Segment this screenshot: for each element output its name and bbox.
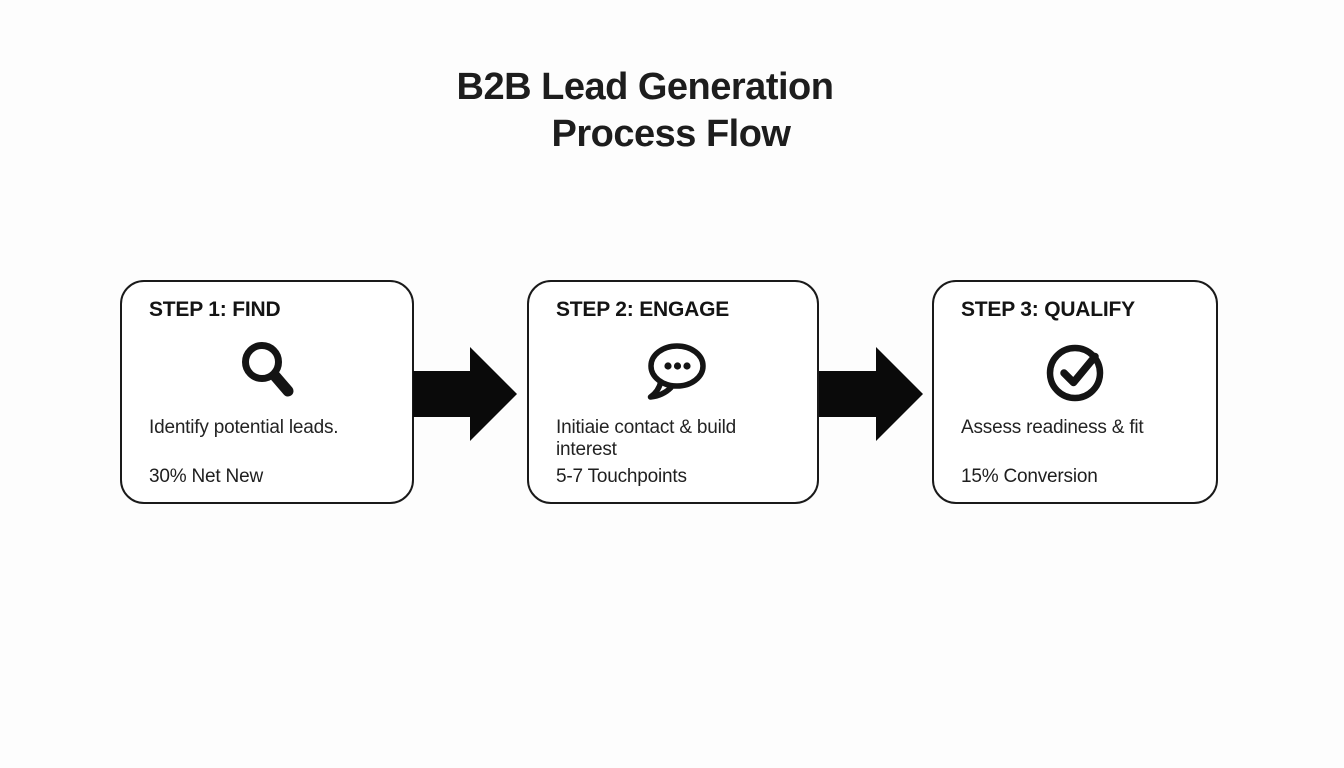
arrow-right-icon — [413, 347, 517, 441]
step-description: Assess readiness & fit — [961, 417, 1144, 438]
search-icon — [149, 325, 386, 417]
arrow-right-icon — [819, 347, 923, 441]
step-description: Initiaie contact & build interest — [556, 417, 737, 460]
step-description: Identify potential leads. — [149, 417, 339, 438]
page-title-line2: Process Flow — [551, 113, 791, 155]
step-metric: 30% Net New — [149, 466, 263, 487]
page-title-line1: B2B Lead Generation — [456, 66, 834, 108]
step-metric: 15% Conversion — [961, 466, 1098, 487]
step-card-qualify: STEP 3: QUALIFY Assess readiness & fit 1… — [932, 280, 1218, 504]
step-heading: STEP 2: ENGAGE — [556, 298, 730, 321]
step-heading: STEP 3: QUALIFY — [961, 298, 1135, 321]
chat-bubble-icon — [556, 325, 791, 417]
page-title: B2B Lead Generation Process Flow — [0, 64, 1290, 158]
check-circle-icon — [961, 325, 1190, 417]
step-card-find: STEP 1: FIND Identify potential leads. 3… — [120, 280, 414, 504]
step-metric: 5-7 Touchpoints — [556, 466, 687, 487]
step-heading: STEP 1: FIND — [149, 298, 281, 321]
step-card-engage: STEP 2: ENGAGE Initiaie contact & build … — [527, 280, 819, 504]
